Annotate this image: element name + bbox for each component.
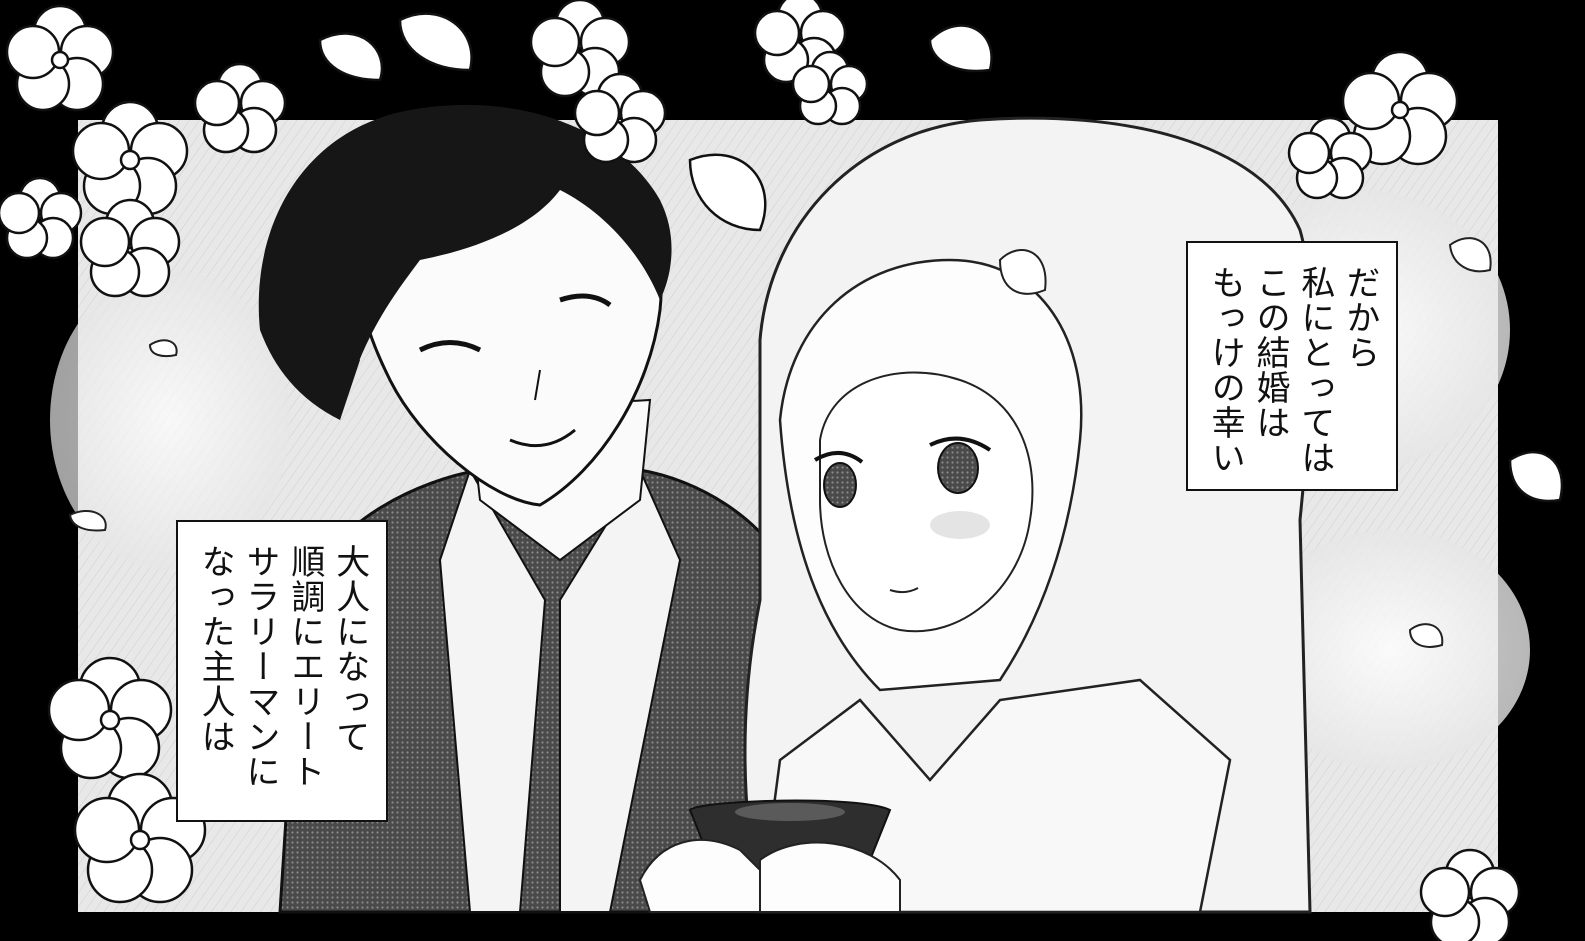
caption-line: 大人になって bbox=[329, 544, 370, 754]
caption-box-right: だから 私にとっては この結婚は もっけの幸い bbox=[1186, 241, 1398, 491]
caption-line: もっけの幸い bbox=[1205, 265, 1246, 475]
cherry-blossoms-bottom bbox=[47, 656, 1521, 941]
man-figure bbox=[258, 104, 812, 914]
caption-line: だから bbox=[1339, 265, 1380, 370]
bride-figure bbox=[638, 116, 1314, 914]
caption-line: 私にとっては bbox=[1294, 265, 1335, 475]
caption-box-left: 大人になって 順調にエリート サラリーマンに なった主人は bbox=[176, 520, 388, 822]
caption-line: なった主人は bbox=[195, 544, 236, 754]
caption-text-right: だから 私にとっては この結婚は もっけの幸い bbox=[1202, 265, 1382, 475]
cherry-blossoms bbox=[0, 0, 869, 298]
caption-line: この結婚は bbox=[1250, 265, 1290, 440]
cherry-blossoms-right bbox=[928, 24, 1564, 503]
falling-petals bbox=[68, 237, 1492, 648]
caption-line: サラリーマンに bbox=[240, 544, 280, 789]
caption-line: 順調にエリート bbox=[284, 544, 325, 789]
caption-text-left: 大人になって 順調にエリート サラリーマンに なった主人は bbox=[192, 544, 372, 798]
